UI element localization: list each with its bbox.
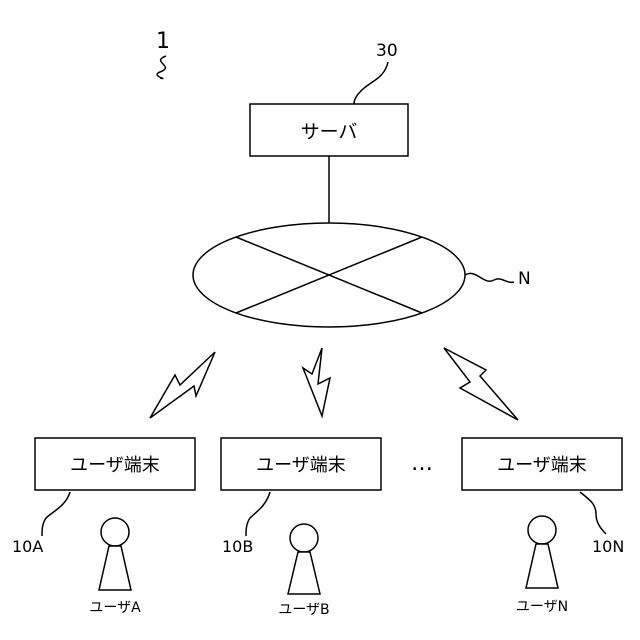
user-n-person-icon — [526, 516, 558, 588]
user-terminal-label-n: ユーザ端末 — [497, 455, 587, 476]
user-terminal-label-a: ユーザ端末 — [70, 455, 160, 476]
user-a-label: ユーザA — [89, 600, 141, 616]
wireless-link-icon-a — [150, 352, 215, 418]
user-n-label: ユーザN — [516, 599, 568, 615]
network-ref-label: N — [518, 269, 531, 289]
network-ref-leader — [465, 273, 514, 282]
terminal-b-ref-label: 10B — [222, 537, 253, 556]
user-b-person-icon — [288, 524, 320, 594]
server-ref-leader — [354, 62, 388, 104]
system-ref-leader — [157, 56, 166, 79]
server-ref-label: 30 — [376, 41, 398, 61]
user-a-person-icon — [99, 518, 131, 590]
user-terminal-label-b: ユーザ端末 — [256, 455, 346, 476]
terminal-a-ref-leader — [42, 492, 70, 536]
system-ref-label: 1 — [156, 29, 170, 54]
terminal-n-ref-label: 10N — [592, 537, 624, 556]
server-label: サーバ — [301, 121, 358, 143]
wireless-link-icon-n — [444, 348, 518, 420]
terminals-ellipsis: … — [411, 451, 433, 476]
user-b-label: ユーザB — [278, 602, 329, 618]
wireless-link-icon-b — [303, 348, 330, 416]
terminal-b-ref-leader — [246, 492, 270, 536]
terminal-n-ref-leader — [580, 492, 606, 534]
terminal-a-ref-label: 10A — [12, 537, 43, 556]
